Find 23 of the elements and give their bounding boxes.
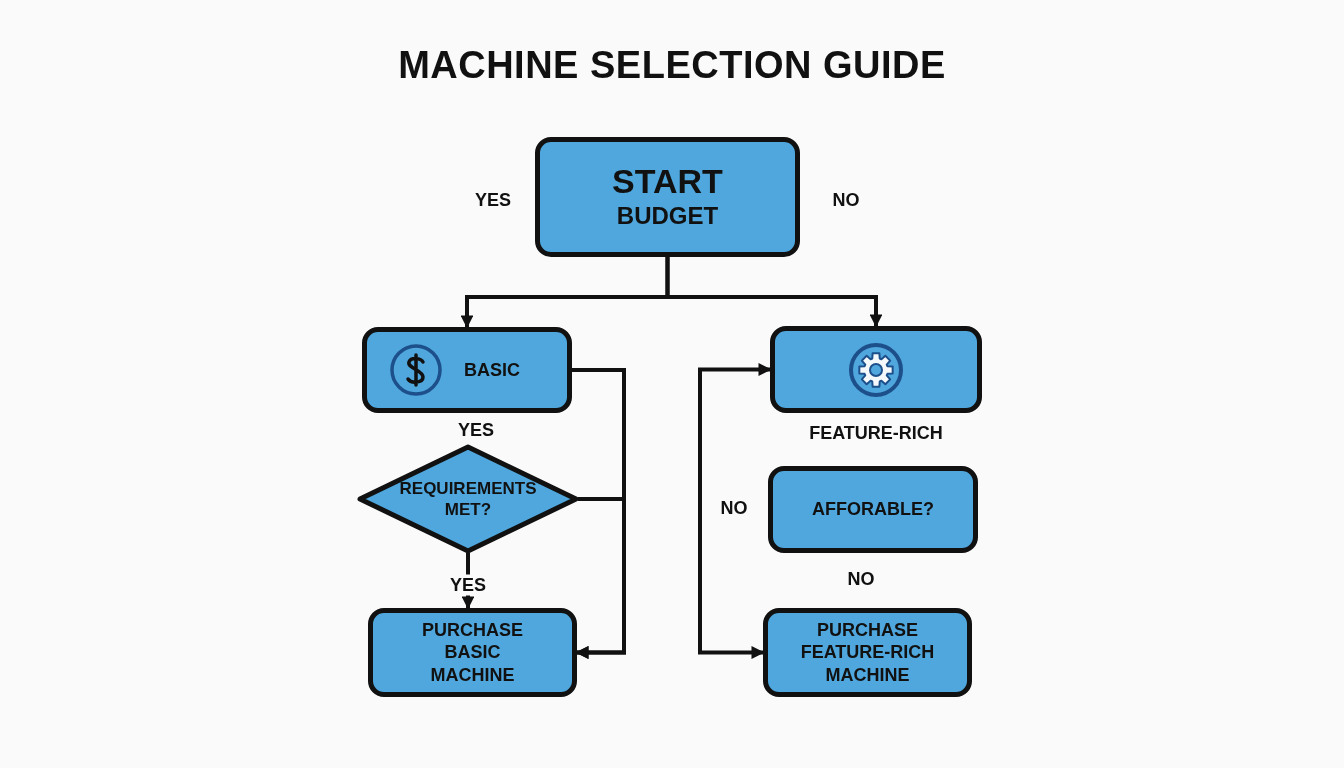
edge-label: YES [447, 574, 489, 596]
branch-label: YES [458, 419, 494, 441]
arrow [575, 497, 626, 659]
title: MACHINE SELECTION GUIDE [397, 44, 947, 87]
heading: START [612, 163, 723, 201]
process-box [368, 608, 577, 697]
arrow [665, 257, 883, 328]
node-label: AFFORABLE? [811, 498, 935, 521]
process-box [362, 327, 572, 413]
start-box [535, 137, 800, 257]
process-box [763, 608, 972, 697]
node-label: BUDGET [616, 200, 719, 231]
node-heading: FEATURE-RICH [808, 422, 944, 445]
branch-label: NO [847, 568, 875, 590]
arrow [698, 363, 772, 659]
process-box [768, 466, 978, 553]
branch-label: NO [720, 497, 748, 519]
node-label: PURCHASE BASIC MACHINE [421, 618, 524, 687]
branch-label: YES [475, 189, 511, 211]
node-label: PURCHASE FEATURE-RICH MACHINE [799, 618, 936, 687]
node-label: REQUIREMENTS MET? [398, 477, 538, 521]
branch-label: NO [832, 189, 860, 211]
node-label: BASIC [463, 358, 521, 382]
